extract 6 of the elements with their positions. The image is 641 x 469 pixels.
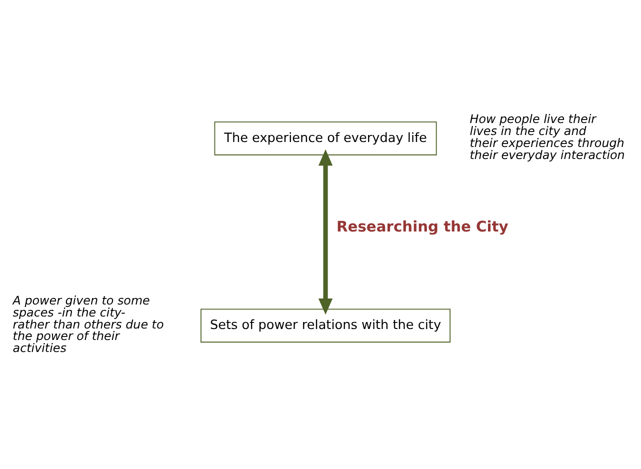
- arrow: [318, 148, 333, 314]
- node-box: The experience of everyday life: [214, 120, 437, 155]
- node-box: Sets of power relations with the city: [200, 308, 451, 342]
- edge-label: Researching the City: [336, 218, 508, 236]
- node-label: A power given to some spaces -in the city- rather than others due to the power of their activities: [12, 293, 164, 355]
- node-label: How people live their lives in the city and their experiences through their everyday interaction: [470, 112, 625, 162]
